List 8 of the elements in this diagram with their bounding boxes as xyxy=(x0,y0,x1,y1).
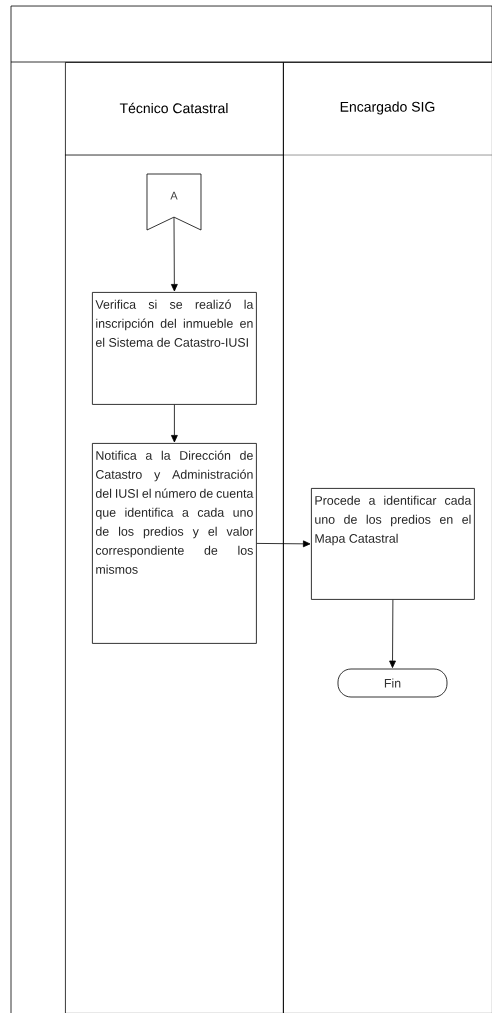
terminator: Fin xyxy=(337,668,448,698)
process-box: Verifica si se realizó la inscripción del inmueble en el Sistema de Catastro-IUSI xyxy=(92,292,257,405)
arrow xyxy=(256,540,311,548)
arrow xyxy=(389,599,396,668)
arrow xyxy=(171,404,178,443)
off-page-connector: A xyxy=(146,173,202,231)
process-box: Notifica a la Dirección de Catastro y Administración del IUSI el número de cuenta que identifica a cada uno de los predios y el valor correspondiente de los mismos xyxy=(92,443,257,644)
process-box: Procede a identificar cada uno de los predios en el Mapa Catastral xyxy=(311,488,475,600)
